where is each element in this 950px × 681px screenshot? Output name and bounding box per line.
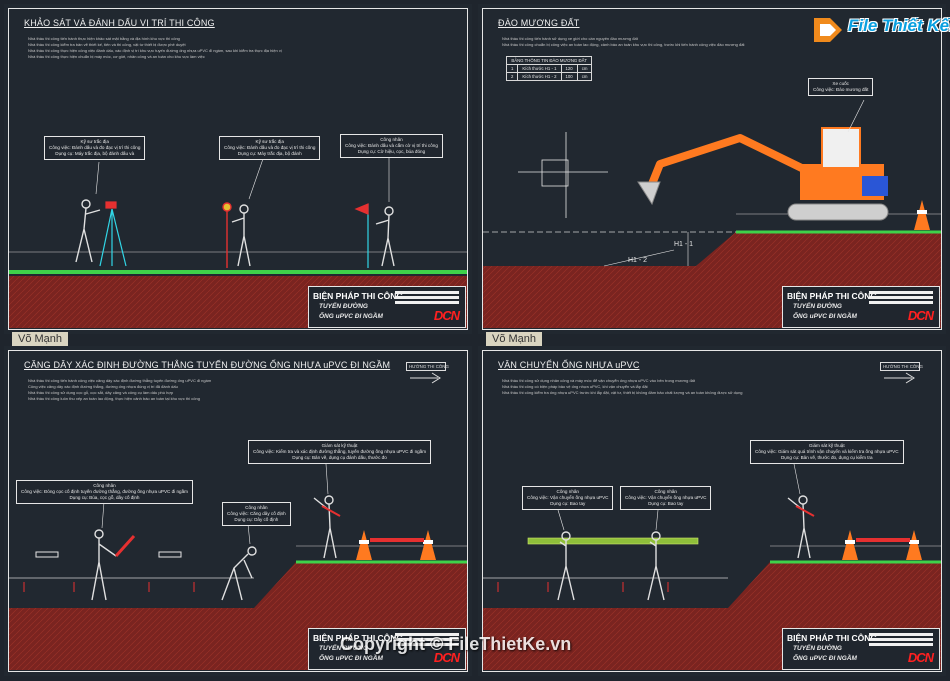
callout-worker-2: Công nhân Công việc: Căng dây cố định Dụ… — [222, 502, 291, 526]
excavation-scene: H1 - 1 H1 - 2 — [483, 99, 941, 328]
table-row: 2 Kích thước H1 - 2 100 cm — [505, 72, 593, 81]
flag-icon — [354, 203, 369, 268]
author-tag: Võ Mạnh — [12, 332, 69, 346]
worker-figure — [375, 206, 395, 267]
vest-icon — [795, 505, 815, 517]
worker-figure — [91, 529, 117, 601]
note-line: Nhà thầu thi công sử dụng nhân công và m… — [502, 378, 695, 383]
panel-string-line: CĂNG DÂY XÁC ĐỊNH ĐƯỜNG THẲNG TUYẾN ĐƯỜN… — [4, 346, 472, 676]
notes-list: Nhà thầu thi công tiến hành sử dụng xe g… — [502, 36, 902, 48]
supervisor-figure — [313, 495, 337, 559]
traffic-cone-icon — [914, 200, 930, 230]
crosshair-icon — [518, 132, 608, 218]
callout-worker: Công nhân Công việc: Đánh dấu và cắm cờ … — [340, 134, 443, 158]
excavator-icon — [637, 127, 889, 221]
callout-surveyor-2: Kỹ sư trắc địa Công việc: Đánh dấu và đo… — [219, 136, 321, 160]
title-block-bars — [869, 291, 933, 306]
note-line: Nhà thầu thi công kiểm tra ống nhựa uPVC… — [502, 390, 743, 395]
tripod-icon — [99, 201, 127, 267]
note-line: Nhà thầu thi công chuẩn bị công việc an … — [502, 42, 745, 47]
title-block: BIỆN PHÁP THI CÔNG TUYẾN ĐƯỜNG ỐNG uPVC … — [308, 628, 466, 670]
note-line: Nhà thầu thi công luôn thu xếp an toàn l… — [28, 396, 200, 401]
dcn-logo: DCN — [433, 308, 460, 323]
pipe-transport-scene — [483, 463, 941, 670]
dcn-logo: DCN — [907, 308, 934, 323]
note-line: Nhà thầu thi công sử dụng cọc gỗ, cọc sắ… — [28, 390, 174, 395]
callout-worker: Công nhân Công việc: Vận chuyển ống nhựa… — [522, 486, 614, 510]
notes-list: Nhà thầu thi công tiến hành công việc că… — [28, 378, 428, 402]
notes-list: Nhà thầu thi công tiến hành thực hiện kh… — [28, 36, 428, 60]
worker-figure — [221, 546, 257, 601]
hammer-icon — [114, 534, 136, 558]
dimension-label: H1 - 1 — [674, 241, 693, 248]
callout-worker-2: Công nhân Công việc: Vận chuyển ống nhựa… — [620, 486, 712, 510]
traffic-cone-icon — [842, 530, 922, 560]
upvc-pipe-icon — [527, 537, 699, 545]
author-tag: Võ Mạnh — [486, 332, 543, 346]
dcn-logo: DCN — [907, 650, 934, 665]
callout-supervisor: Giám sát kỹ thuật Công việc: Kiểm tra và… — [248, 440, 432, 464]
notes-list: Nhà thầu thi công sử dụng nhân công và m… — [502, 378, 902, 396]
panel-frame — [482, 350, 942, 672]
dcn-logo: DCN — [433, 650, 460, 665]
level-icon — [158, 551, 182, 558]
note-line: Nhà thầu thi công tiến hành thực hiện kh… — [28, 36, 180, 41]
note-line: Nhà thầu thi công thực hiện công việc đá… — [28, 48, 282, 53]
direction-indicator: HƯỚNG THI CÔNG — [406, 362, 449, 390]
traffic-cone-icon — [356, 530, 436, 560]
title-block: BIỆN PHÁP THI CÔNG TUYẾN ĐƯỜNG ỐNG uPVC … — [782, 628, 940, 670]
stake-markers — [23, 582, 195, 592]
surveyor-figure — [231, 204, 251, 267]
callout-excavator: Xe cuốc Công việc: Đào mương đất — [808, 78, 874, 96]
panel-frame — [8, 8, 468, 330]
callout-surveyor: Kỹ sư trắc địa Công việc: Đánh dấu và đo… — [44, 136, 146, 160]
arrow-right-icon — [410, 372, 441, 384]
level-icon — [35, 551, 59, 558]
panel-title: VẬN CHUYỂN ỐNG NHỰA uPVC — [498, 360, 640, 370]
note-line: Nhà thầu thi công có biện pháp bảo vệ ốn… — [502, 384, 648, 389]
title-block: BIỆN PHÁP THI CÔNG TUYẾN ĐƯỜNG ỐNG uPVC … — [308, 286, 466, 328]
dimension-lines — [603, 232, 689, 267]
trench-info-table: BẢNG THÔNG TIN ĐÀO MƯƠNG ĐẤT 1 Kích thướ… — [505, 56, 593, 81]
staff-icon — [222, 202, 232, 268]
site-logo-icon — [814, 18, 842, 42]
panel-frame — [8, 350, 468, 672]
callout-worker: Công nhân Công việc: Đóng cọc cố định tu… — [16, 480, 193, 504]
arrow-right-icon — [884, 372, 915, 384]
note-line: Nhà thầu thi công thực hiện chuẩn bị máy… — [28, 54, 205, 59]
panel-title: ĐÀO MƯƠNG ĐẤT — [498, 18, 580, 28]
barrier-icon — [370, 538, 424, 542]
panel-excavation: ĐÀO MƯƠNG ĐẤT Nhà thầu thi công tiến hàn… — [478, 4, 946, 334]
dimension-label: H1 - 2 — [628, 257, 647, 264]
survey-scene — [9, 154, 467, 328]
stake-markers — [497, 582, 669, 592]
direction-indicator: HƯỚNG THI CÔNG — [880, 362, 923, 390]
barrier-icon — [856, 538, 910, 542]
worker-figure — [647, 531, 665, 601]
title-block: BIỆN PHÁP THI CÔNG TUYẾN ĐƯỜNG ỐNG uPVC … — [782, 286, 940, 328]
note-line: Nhà thầu thi công tiến hành công việc că… — [28, 378, 212, 383]
copyright-watermark: Copyright © FileThietKe.vn — [340, 634, 572, 654]
title-block-bars — [395, 291, 459, 306]
surveyor-figure — [75, 199, 101, 263]
supervisor-figure — [787, 495, 811, 559]
panel-title: KHẢO SÁT VÀ ĐÁNH DẤU VỊ TRÍ THI CÔNG — [24, 18, 215, 28]
callout-supervisor: Giám sát kỹ thuật Công việc: Giám sát qu… — [750, 440, 904, 464]
vest-icon — [321, 505, 341, 517]
panel-frame — [482, 8, 942, 330]
panel-title: CĂNG DÂY XÁC ĐỊNH ĐƯỜNG THẲNG TUYẾN ĐƯỜN… — [24, 360, 391, 370]
title-block-bars — [395, 633, 459, 648]
panel-pipe-transport: VẬN CHUYỂN ỐNG NHỰA uPVC Nhà thầu thi cô… — [478, 346, 946, 676]
title-block-bars — [869, 633, 933, 648]
site-logo: File Thiết Kế.vn — [810, 12, 950, 48]
ground-line — [9, 270, 467, 274]
note-line: Nhà thầu thi công kiểm tra bản vẽ thiết … — [28, 42, 186, 47]
worker-figure — [557, 531, 575, 601]
panel-survey: KHẢO SÁT VÀ ĐÁNH DẤU VỊ TRÍ THI CÔNG Nhà… — [4, 4, 472, 334]
note-line: Công việc căng dây xác định đường thẳng,… — [28, 384, 178, 389]
note-line: Nhà thầu thi công tiến hành sử dụng xe g… — [502, 36, 638, 41]
